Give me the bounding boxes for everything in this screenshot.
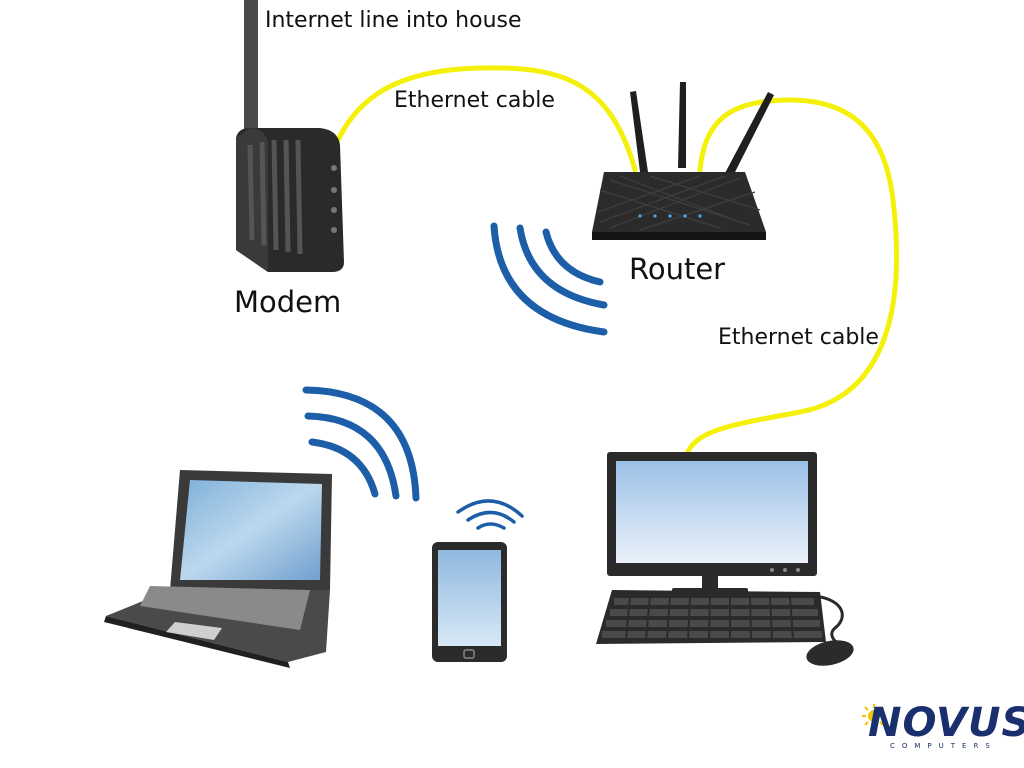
logo-wordmark: NOVUS <box>868 700 1024 746</box>
laptop-wifi-icon <box>302 386 420 502</box>
modem-icon <box>236 128 344 272</box>
logo-subtitle: COMPUTERS <box>890 742 997 750</box>
router-wifi-icon <box>490 222 608 336</box>
mouse-icon <box>806 640 854 666</box>
ethernet-cable-label-top: Ethernet cable <box>394 88 555 113</box>
internet-line <box>244 0 258 138</box>
ethernet-cable-label-right: Ethernet cable <box>718 325 879 350</box>
phone-wifi-icon <box>456 499 524 530</box>
laptop-icon <box>104 470 332 668</box>
novus-logo: NOVUS COMPUTERS <box>860 700 1024 756</box>
ethernet-cable-modem-router <box>335 65 638 173</box>
modem-label: Modem <box>234 285 342 319</box>
desktop-computer-icon <box>607 452 817 594</box>
ethernet-cable-router-computer <box>683 97 900 459</box>
router-label: Router <box>629 252 726 286</box>
keyboard-icon <box>596 590 826 644</box>
phone-icon <box>432 542 507 662</box>
sun-icon <box>862 704 886 728</box>
router-icon <box>592 82 774 240</box>
internet-line-label: Internet line into house <box>265 8 522 33</box>
